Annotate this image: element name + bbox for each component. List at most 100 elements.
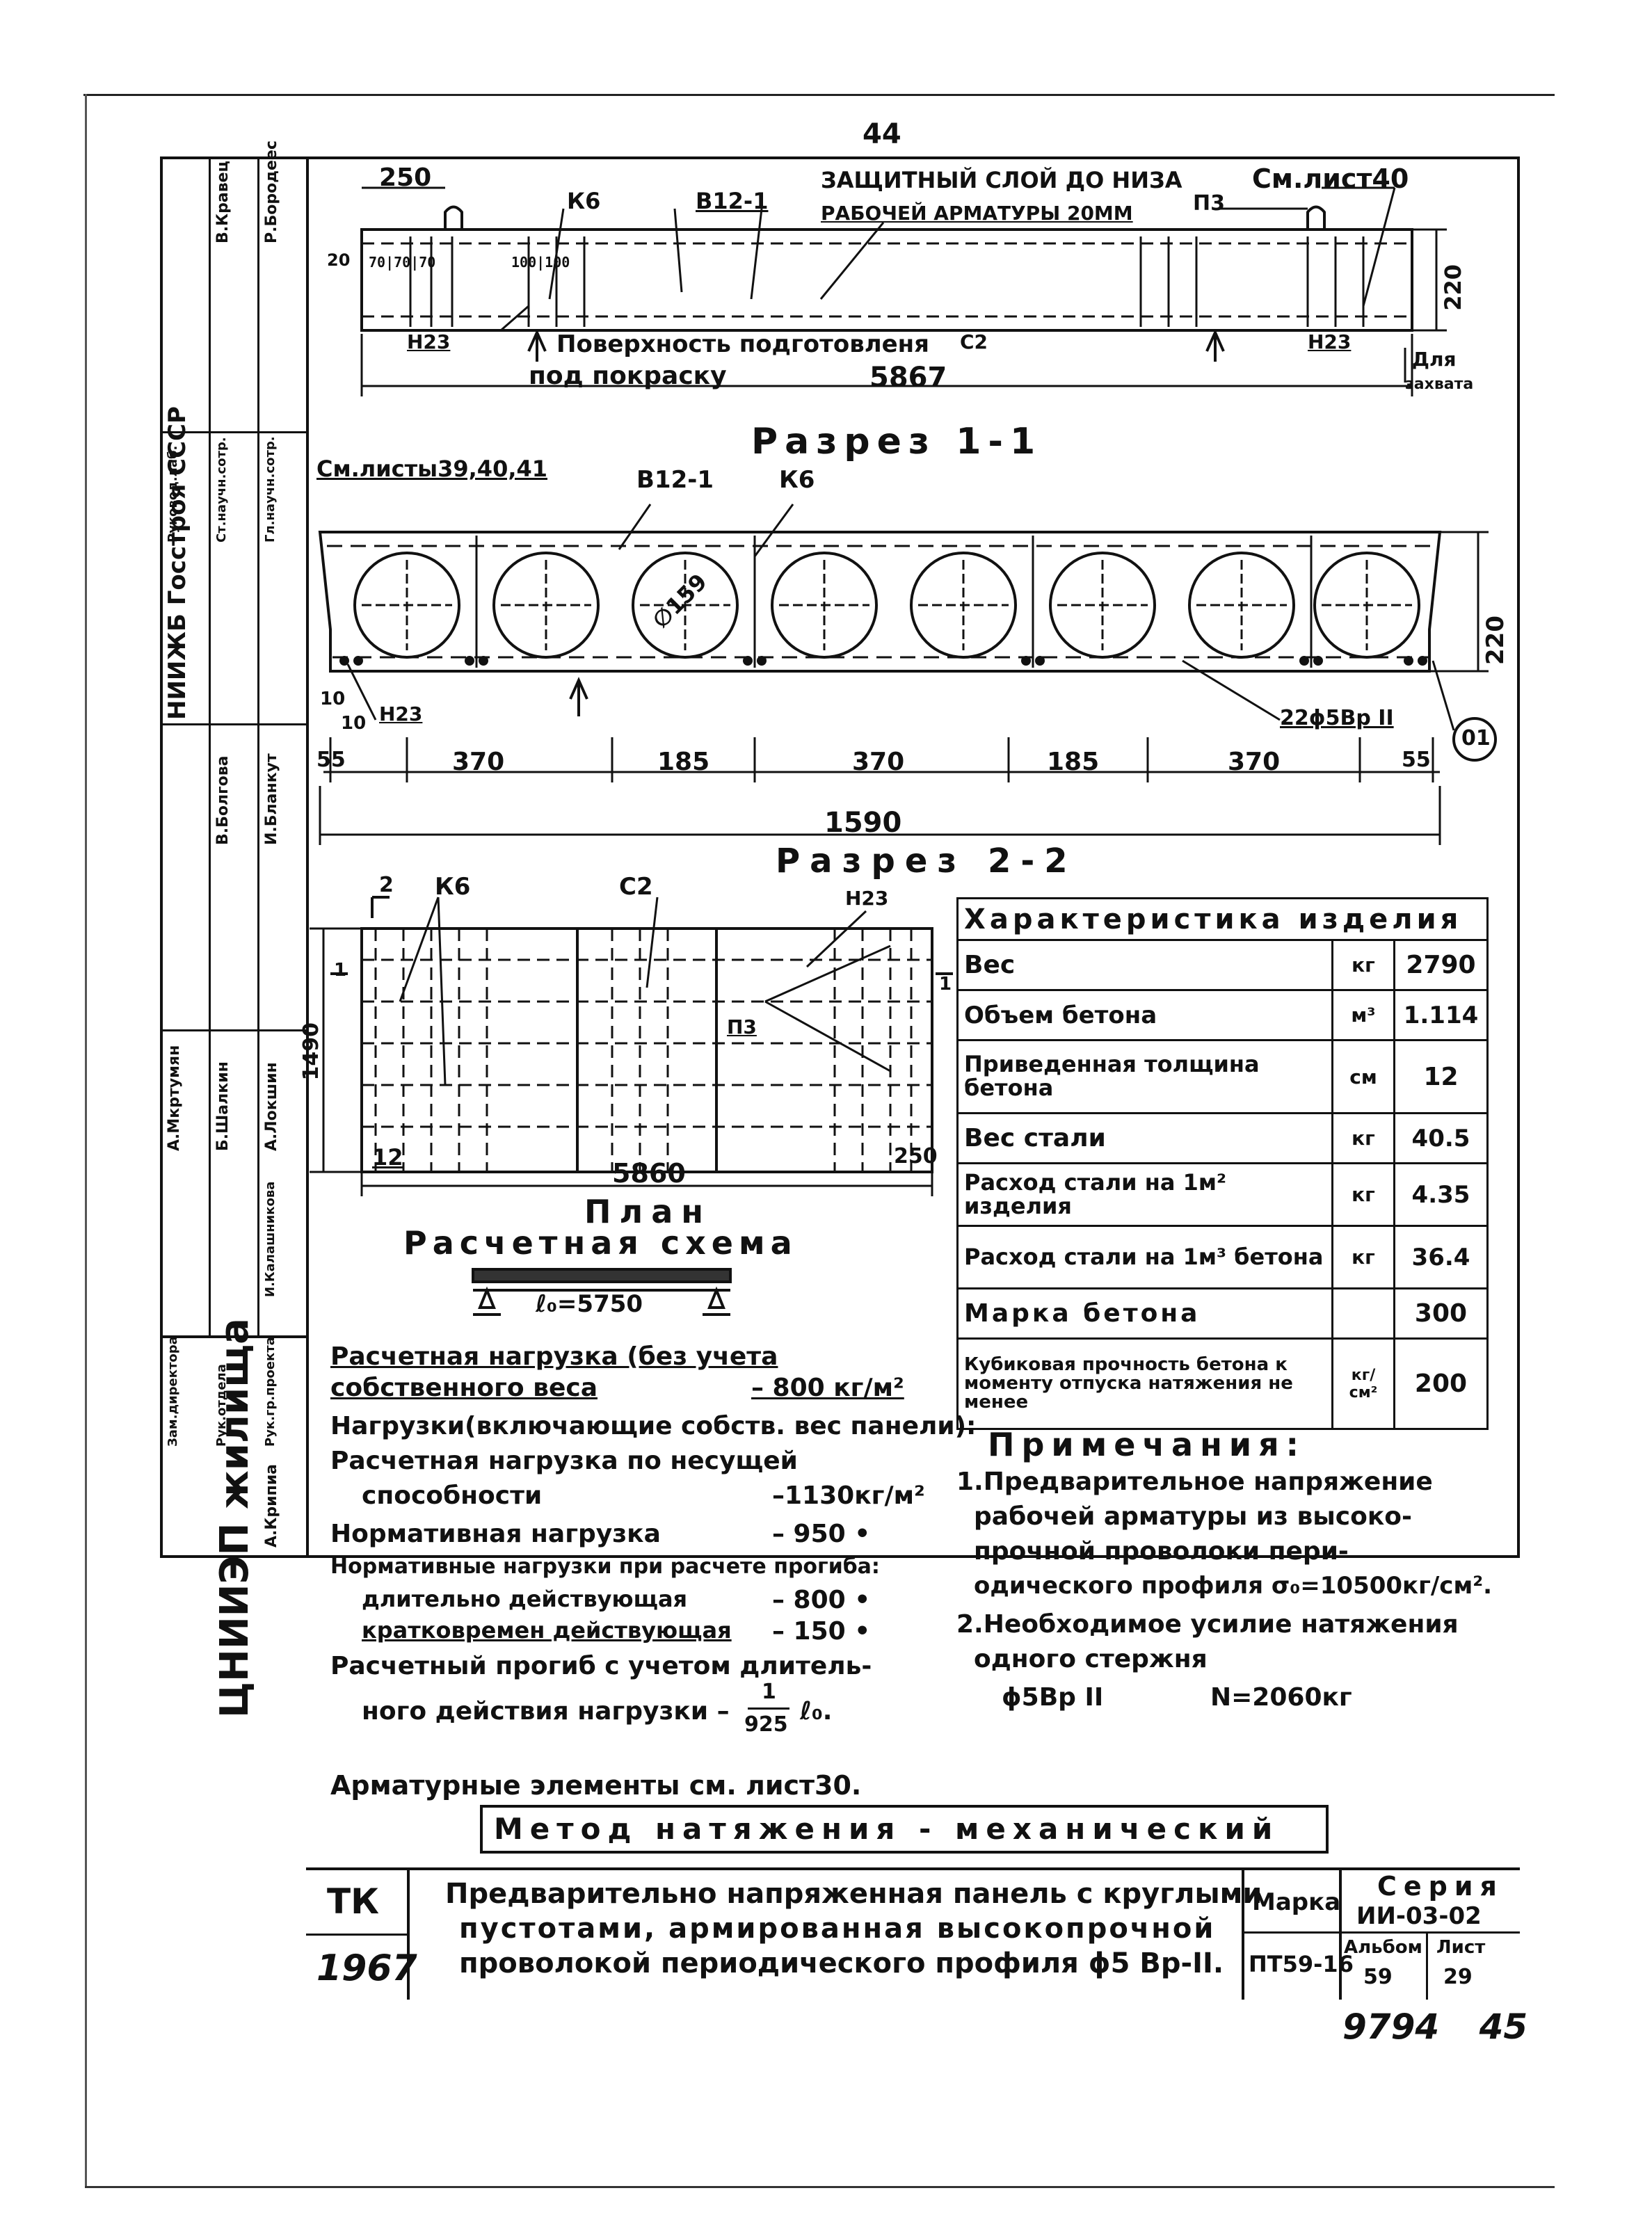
dim-250-top: 250 (379, 163, 432, 192)
section-1-1-label-v12: В12-1 (636, 466, 714, 494)
title-description-l1: Предварительно напряженная панель с круг… (445, 1878, 1262, 1910)
title-sheet-label: Лист (1436, 1937, 1486, 1958)
notes-title: Примечания: (988, 1426, 1306, 1463)
plan-title: План (584, 1193, 712, 1230)
char-row-name: Вес (956, 939, 1333, 991)
section-1-1-dim-370-a: 370 (452, 748, 505, 776)
section-2-2-dim-5860: 5860 (612, 1158, 686, 1189)
deflection-tail: ℓ₀. (800, 1697, 833, 1726)
title-album-label: Альбом (1344, 1937, 1422, 1958)
short-term-value: – 150 • (772, 1617, 871, 1646)
char-row-name: Приведенная толщина бетона (956, 1039, 1333, 1114)
title-description-l2: пустотами, армированная высокопрочной (459, 1913, 1216, 1945)
char-row-unit: кг (1331, 1162, 1395, 1227)
long-term-value: – 800 • (772, 1586, 871, 1614)
title-year: 1967 (316, 1947, 417, 1989)
bearing-line1: Расчетная нагрузка по несущей (330, 1447, 798, 1475)
section-1-1-dim-370-b: 370 (852, 748, 905, 776)
dim-20-top: 20 (327, 250, 351, 270)
scheme-span: ℓ₀=5750 (536, 1290, 643, 1318)
char-row-name: Вес стали (956, 1112, 1333, 1164)
section-1-1-dim-55-right: 55 (1402, 748, 1431, 772)
title-series-label: Серия (1377, 1871, 1504, 1902)
frame-left-line (85, 94, 87, 2187)
section-2-2-label-1-right: 1 (939, 974, 952, 995)
label-v12-top: В12-1 (696, 188, 769, 214)
section-2-2-dim-1490: 1490 (299, 1022, 323, 1081)
note-protective: ЗАЩИТНЫЙ СЛОЙ ДО НИЗА (821, 167, 1182, 193)
stamp-org-sub-2: Ст.научн.сотр. (214, 437, 229, 543)
note-surface: Поверхность подготовленя (556, 330, 929, 358)
title-marka-value: ПТ59-16 (1249, 1951, 1354, 1977)
char-row-name: Кубиковая прочность бетона к моменту отп… (956, 1337, 1333, 1430)
frame-bottom-line (85, 2186, 1555, 2188)
stamp-name-7: А.Локшин (263, 1062, 280, 1151)
section-2-2-label-k6: К6 (435, 873, 471, 901)
method-text: Метод натяжения - механический (494, 1812, 1280, 1846)
design-load-line2: собственного веса (330, 1374, 598, 1402)
char-row-name: Расход стали на 1м² изделия (956, 1162, 1333, 1227)
sheet-border (160, 156, 1520, 1558)
section-2-2-label-2: 2 (379, 873, 394, 897)
stamp-name-5: А.Мкртумян (166, 1045, 183, 1151)
char-row-name: Объем бетона (956, 989, 1333, 1041)
loads-heading: Нагрузки(включающие собств. вес панели): (330, 1412, 977, 1440)
note-grip: Для (1412, 348, 1457, 371)
title-block (306, 1867, 1520, 2000)
method-box (480, 1805, 1329, 1854)
note-grip2: захвата (1405, 376, 1474, 393)
char-row-value: 200 (1393, 1337, 1489, 1430)
design-load-value: – 800 кг/м² (751, 1374, 904, 1402)
bearing-value: –1130кг/м² (772, 1481, 925, 1510)
deflection-heading: Нормативные нагрузки при расчете прогиба… (330, 1554, 880, 1579)
char-row-name: Расход стали на 1м³ бетона (956, 1225, 1333, 1289)
section-1-1-label-k6: К6 (779, 466, 815, 494)
note-1-line4: одического профиля σ₀=10500кг/см². (974, 1572, 1493, 1600)
dim-5867: 5867 (869, 362, 947, 394)
label-small-b: 100|100 (511, 254, 570, 271)
design-load-line1: Расчетная нагрузка (без учета (330, 1342, 778, 1371)
characteristics-table: Характеристика изделия Вес кг 2790 Объем… (956, 897, 1489, 1430)
char-row-unit: кг (1331, 939, 1395, 991)
section-1-1-dim-185-b: 185 (1047, 748, 1100, 776)
title-tk: ТК (327, 1881, 379, 1922)
note-1-line1: 1.Предварительное напряжение (956, 1468, 1433, 1496)
note-surface2: под покраску (529, 362, 727, 390)
char-row-value: 4.35 (1393, 1162, 1489, 1227)
section-1-1-dim-10a: 10 (320, 689, 346, 709)
deflection-line2: ного действия нагрузки – (362, 1697, 730, 1726)
note-1-line3: прочной проволоки пери- (974, 1537, 1349, 1566)
stamp-name-3: В.Болгова (214, 755, 232, 846)
section-2-2-title: Разрез 2-2 (776, 842, 1077, 881)
stamp-name-6: Б.Шалкин (214, 1061, 232, 1151)
char-row-unit: кг/см² (1331, 1337, 1395, 1430)
title-sheet-value: 29 (1443, 1965, 1473, 1989)
char-row-name: Марка бетона (956, 1287, 1333, 1340)
long-term-label: длительно действующая (362, 1586, 688, 1612)
section-1-1-dim-55-left: 55 (316, 748, 346, 772)
char-row-unit: см (1331, 1039, 1395, 1114)
char-row-value: 2790 (1393, 939, 1489, 991)
char-row-value: 12 (1393, 1039, 1489, 1114)
title-description-l3: проволокой периодического профиля ϕ5 Вр-… (459, 1947, 1224, 1979)
char-row-unit (1331, 1287, 1395, 1340)
section-1-1-see-sheets: См.листы39,40,41 (316, 456, 548, 482)
page-number: 44 (863, 118, 901, 150)
section-1-1-marker-01: 01 (1461, 726, 1491, 750)
section-1-1-rebar: 22ϕ5Вр II (1280, 706, 1394, 730)
stamp-role-3: Рук.гр.проекта (263, 1337, 278, 1447)
deflection-line1: Расчетный прогиб с учетом длитель- (330, 1652, 872, 1680)
note-2-line2: одного стержня (974, 1645, 1208, 1673)
char-row-value: 40.5 (1393, 1112, 1489, 1164)
dim-220-top: 220 (1440, 264, 1466, 311)
bearing-line2: способности (362, 1481, 543, 1510)
characteristics-title: Характеристика изделия (956, 897, 1489, 941)
label-small-a: 70|70|70 (369, 254, 436, 271)
section-1-1-dim-370-c: 370 (1228, 748, 1281, 776)
stamp-name-8: И.Калашникова (263, 1181, 278, 1297)
frame-top-line (83, 94, 1555, 96)
label-n23-top-left: Н23 (407, 330, 451, 353)
char-row-unit: м³ (1331, 989, 1395, 1041)
scheme-title: Расчетная схема (403, 1224, 798, 1262)
stamp-name-1: В.Кравец (214, 161, 232, 243)
